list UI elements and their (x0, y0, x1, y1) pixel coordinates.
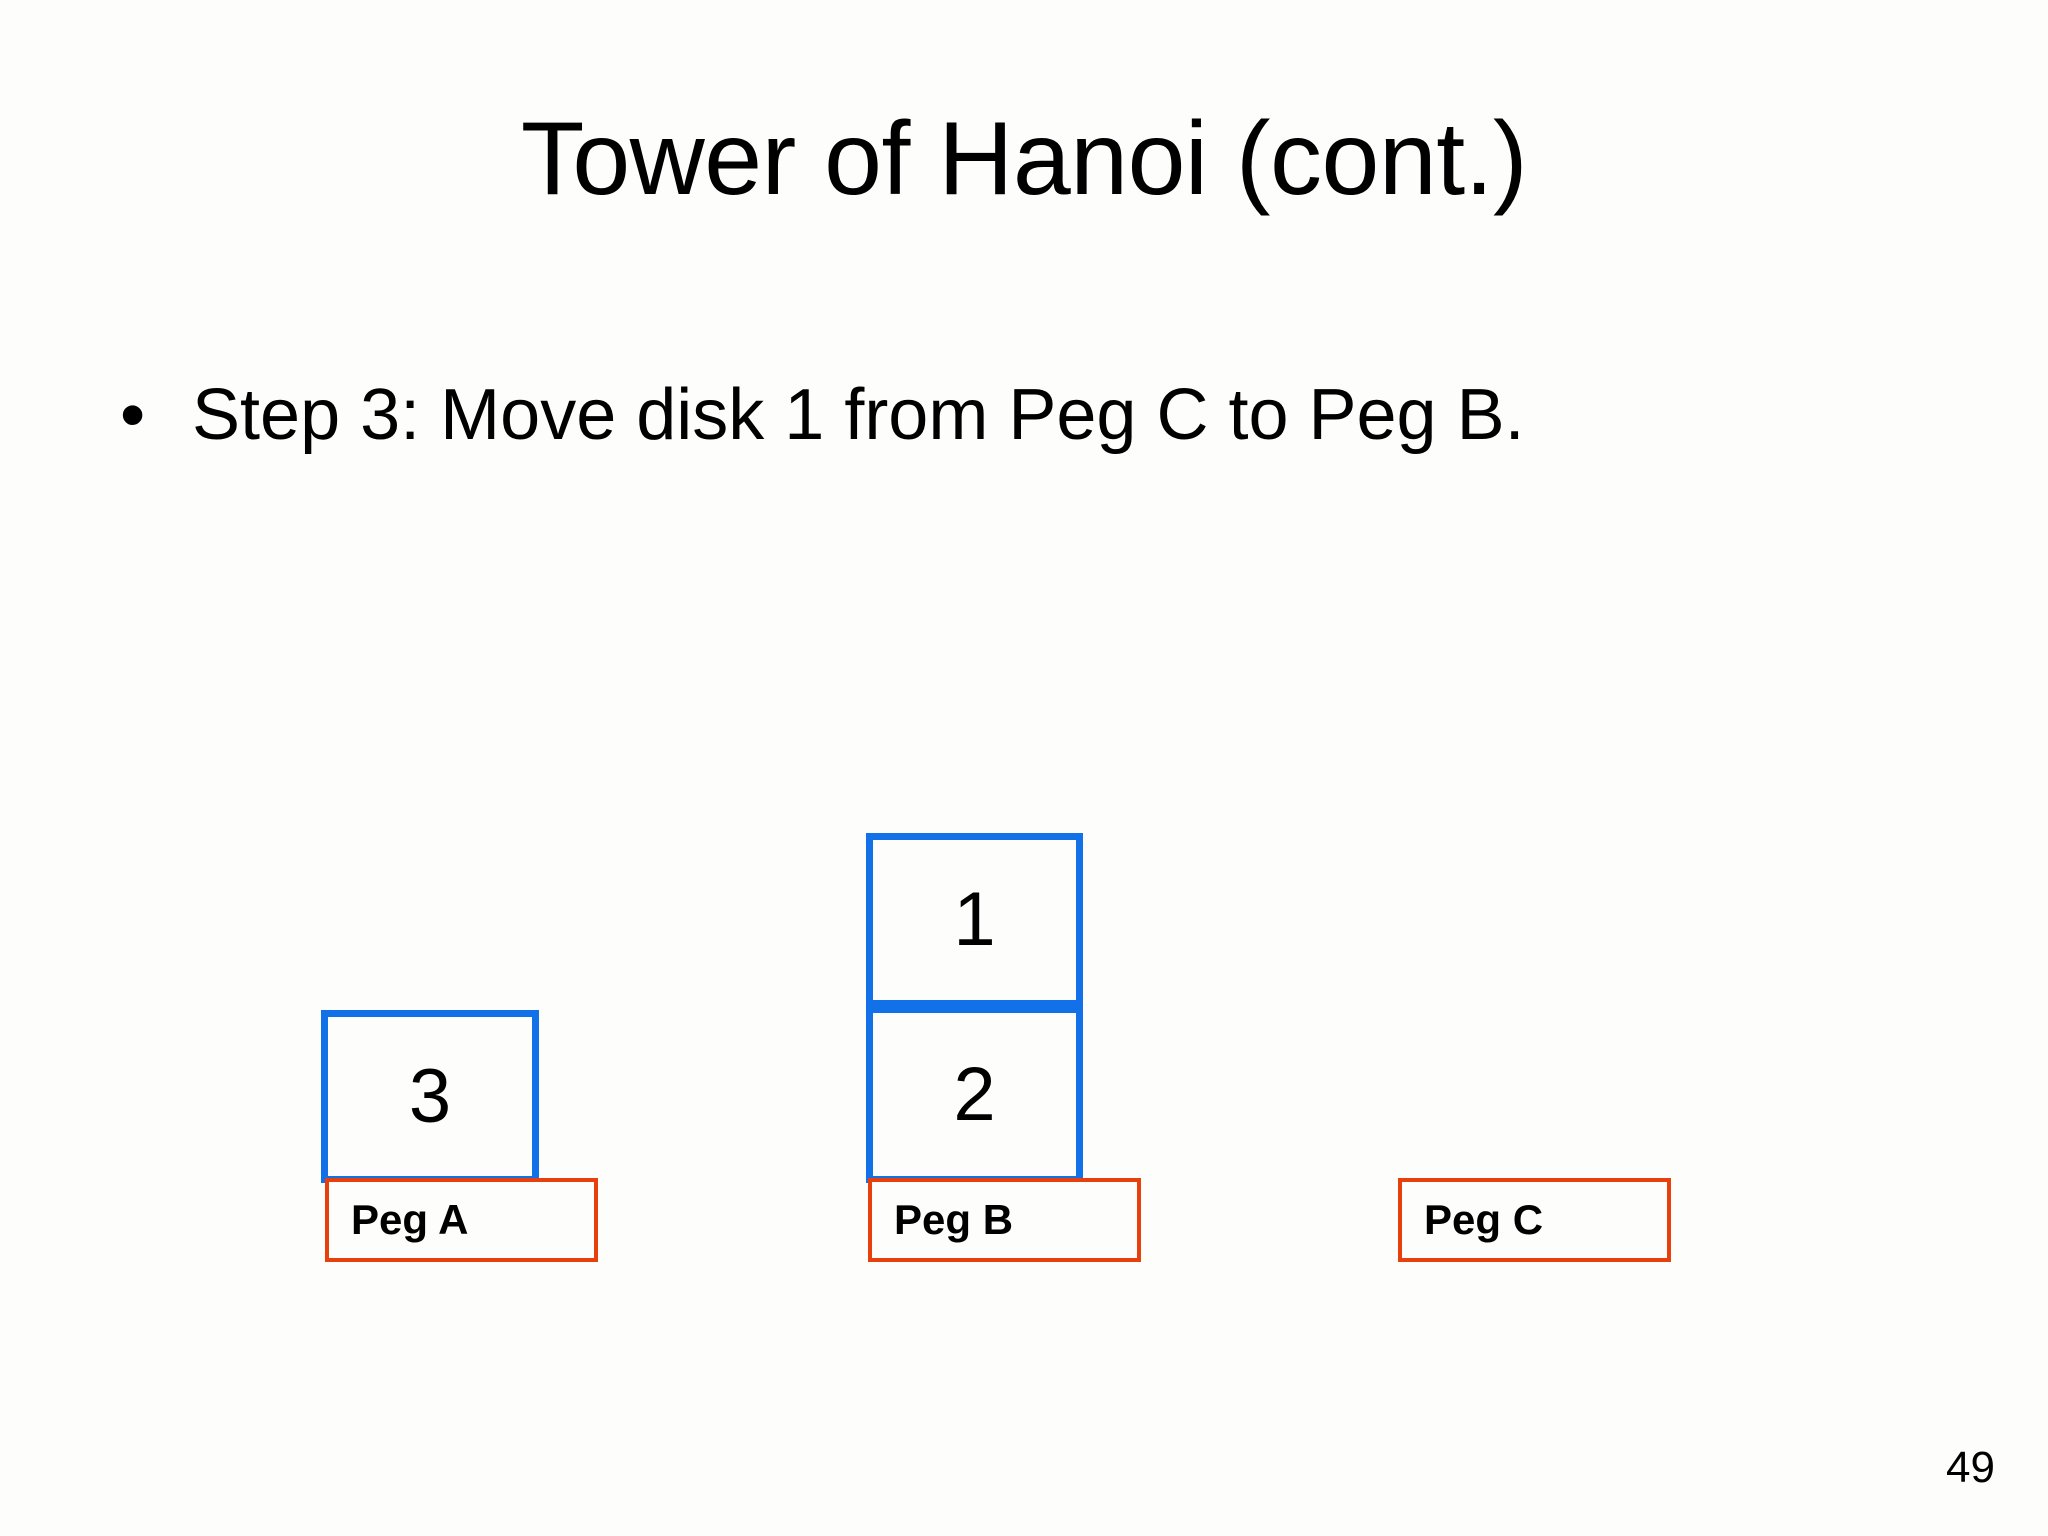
disk-1[interactable]: 1 (866, 833, 1083, 1007)
peg-label-c[interactable]: Peg C (1398, 1178, 1671, 1262)
bullet-item-label: Step 3: Move disk 1 from Peg C to Peg B. (192, 375, 1525, 455)
disk-2[interactable]: 2 (866, 1006, 1083, 1183)
bullet-marker-icon: • (120, 375, 146, 455)
page-number: 49 (1946, 1443, 1995, 1492)
peg-label-a[interactable]: Peg A (325, 1178, 598, 1262)
disk-3[interactable]: 3 (321, 1010, 539, 1183)
peg-label-b[interactable]: Peg B (868, 1178, 1141, 1262)
page-title: Tower of Hanoi (cont.) (520, 101, 1528, 217)
bullet-list-item: • Step 3: Move disk 1 from Peg C to Peg … (120, 372, 1980, 458)
